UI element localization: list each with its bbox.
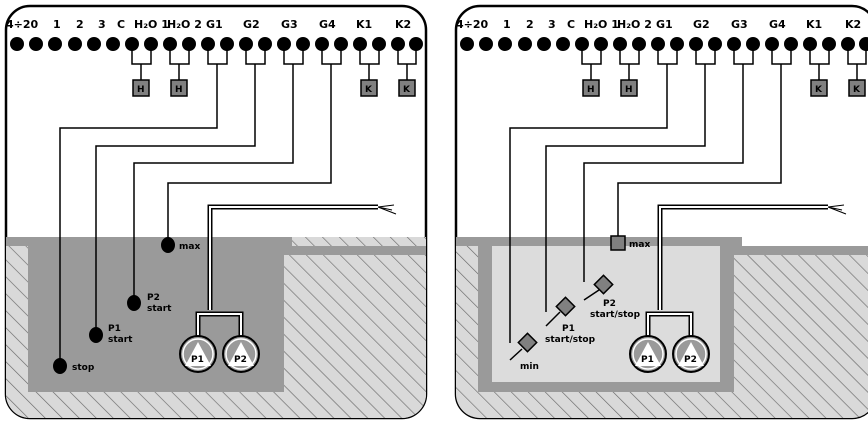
terminal-label: G1 <box>206 18 223 31</box>
terminal-label: 4÷20 <box>456 18 489 31</box>
tank-wall-shape <box>6 237 426 255</box>
terminal-label: 3 <box>98 18 106 31</box>
probe-min <box>517 332 538 353</box>
terminal-label: 3 <box>548 18 556 31</box>
sensor-label: start <box>108 335 133 345</box>
sensor-p2 <box>127 295 141 311</box>
level-probes <box>509 235 626 361</box>
sensor-label: stop <box>72 363 95 373</box>
pumps: P1 P2 <box>179 335 260 373</box>
ground-right <box>284 255 426 418</box>
ground-bottom <box>456 392 734 418</box>
relay-boxes: H H K K <box>582 79 866 97</box>
terminal-label: H₂O 1 <box>584 18 619 31</box>
sensor-label: start <box>147 304 172 314</box>
float-sensors <box>53 237 175 374</box>
sensor-labels: max P2 start P1 start stop <box>72 242 200 373</box>
terminal-label: C <box>117 18 125 31</box>
sensor-label: max <box>179 242 200 252</box>
relay-label: K <box>365 85 373 95</box>
terminal-label: K2 <box>395 18 411 31</box>
terminal-label: G2 <box>693 18 710 31</box>
pumps: P1 P2 <box>629 335 710 373</box>
relay-label: H <box>587 85 595 95</box>
ground-left <box>456 246 478 392</box>
terminal-label: C <box>567 18 575 31</box>
relay-label: K <box>403 85 411 95</box>
pump-label: P2 <box>684 355 697 365</box>
relay-label: K <box>853 85 861 95</box>
terminal-label: 4÷20 <box>6 18 39 31</box>
terminal-strip: 4÷20 1 2 3 C H₂O 1 H₂O 2 G1 G2 G3 G4 K1 … <box>6 18 423 51</box>
terminal-label: G3 <box>281 18 298 31</box>
sensor-max <box>161 237 175 253</box>
sensor-label: start/stop <box>590 310 641 320</box>
pump-label: P1 <box>641 355 654 365</box>
tank-wall-shape <box>456 237 868 255</box>
sensor-label: max <box>629 240 650 250</box>
sensor-label: P2 <box>147 293 160 303</box>
terminal-label: H₂O 1 <box>134 18 169 31</box>
relay-label: H <box>137 85 145 95</box>
tank-top-ledge <box>6 237 292 246</box>
relay-label: H <box>625 85 633 95</box>
terminal-label: H₂O 2 <box>617 18 652 31</box>
sensor-stop <box>53 358 67 374</box>
pump-cable <box>195 204 397 338</box>
relay-brackets <box>581 50 867 80</box>
terminal-label: K1 <box>356 18 372 31</box>
sensor-label: min <box>520 362 539 372</box>
pump-cable <box>645 204 847 338</box>
ground-right <box>734 255 868 418</box>
probe-p2 <box>593 274 614 295</box>
ground-left <box>6 246 28 392</box>
right-panel: 4÷20 1 2 3 C H₂O 1 H₂O 2 G1 G2 G3 G4 K1 … <box>454 4 868 420</box>
relay-label: K <box>815 85 823 95</box>
ground-bottom <box>6 392 284 418</box>
sensor-label: P1 <box>108 324 121 334</box>
sensor-label: P1 <box>562 324 575 334</box>
terminal-label: G2 <box>243 18 260 31</box>
sensor-label: P2 <box>603 299 616 309</box>
terminal-strip: 4÷20 1 2 3 C H₂O 1 H₂O 2 G1 G2 G3 G4 K1 … <box>456 18 868 51</box>
probe-max <box>610 235 626 251</box>
sensor-wires <box>59 64 332 362</box>
relay-label: H <box>175 85 183 95</box>
terminal-label: G4 <box>319 18 336 31</box>
pump-label: P2 <box>234 355 247 365</box>
terminal-label: 1 <box>53 18 61 31</box>
sensor-wires <box>509 64 782 343</box>
probe-p1 <box>555 296 576 317</box>
terminal-label: G4 <box>769 18 786 31</box>
terminal-label: K2 <box>845 18 861 31</box>
terminal-label: G1 <box>656 18 673 31</box>
relay-boxes: H H K K <box>132 79 416 97</box>
sensor-label: start/stop <box>545 335 596 345</box>
terminal-label: 2 <box>526 18 534 31</box>
terminal-label: 1 <box>503 18 511 31</box>
terminal-label: K1 <box>806 18 822 31</box>
terminal-label: H₂O 2 <box>167 18 202 31</box>
terminal-dots <box>10 37 423 51</box>
left-panel: 4÷20 1 2 3 C H₂O 1 H₂O 2 G1 G2 G3 G4 K1 … <box>4 4 428 420</box>
terminal-label: G3 <box>731 18 748 31</box>
terminal-dots <box>460 37 868 51</box>
terminal-label: 2 <box>76 18 84 31</box>
sensor-labels: max P2 start/stop P1 start/stop min <box>520 240 650 372</box>
tank-top-ledge <box>456 237 742 246</box>
pump-label: P1 <box>191 355 204 365</box>
sensor-p1 <box>89 327 103 343</box>
